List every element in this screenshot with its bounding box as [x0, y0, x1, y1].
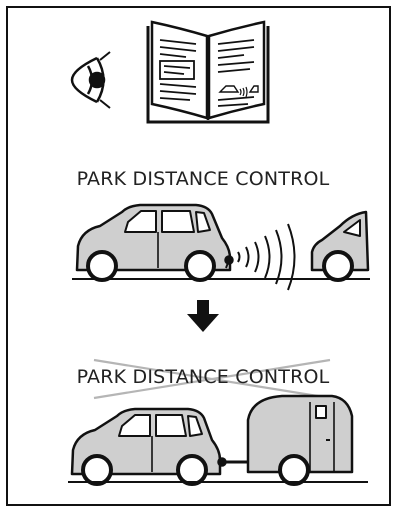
- manual-book-icon: [148, 22, 268, 122]
- caravan-trailer-icon: [222, 396, 352, 484]
- arrow-down-icon: [187, 300, 219, 332]
- car-icon: [72, 409, 226, 484]
- pdc-disabled-label: PARK DISTANCE CONTROL: [0, 366, 406, 388]
- pdc-label: PARK DISTANCE CONTROL: [0, 168, 406, 190]
- car-icon: [77, 205, 233, 280]
- eye-icon: [72, 52, 110, 108]
- car-icon: [312, 212, 368, 280]
- sensor-waves-icon: [238, 224, 295, 290]
